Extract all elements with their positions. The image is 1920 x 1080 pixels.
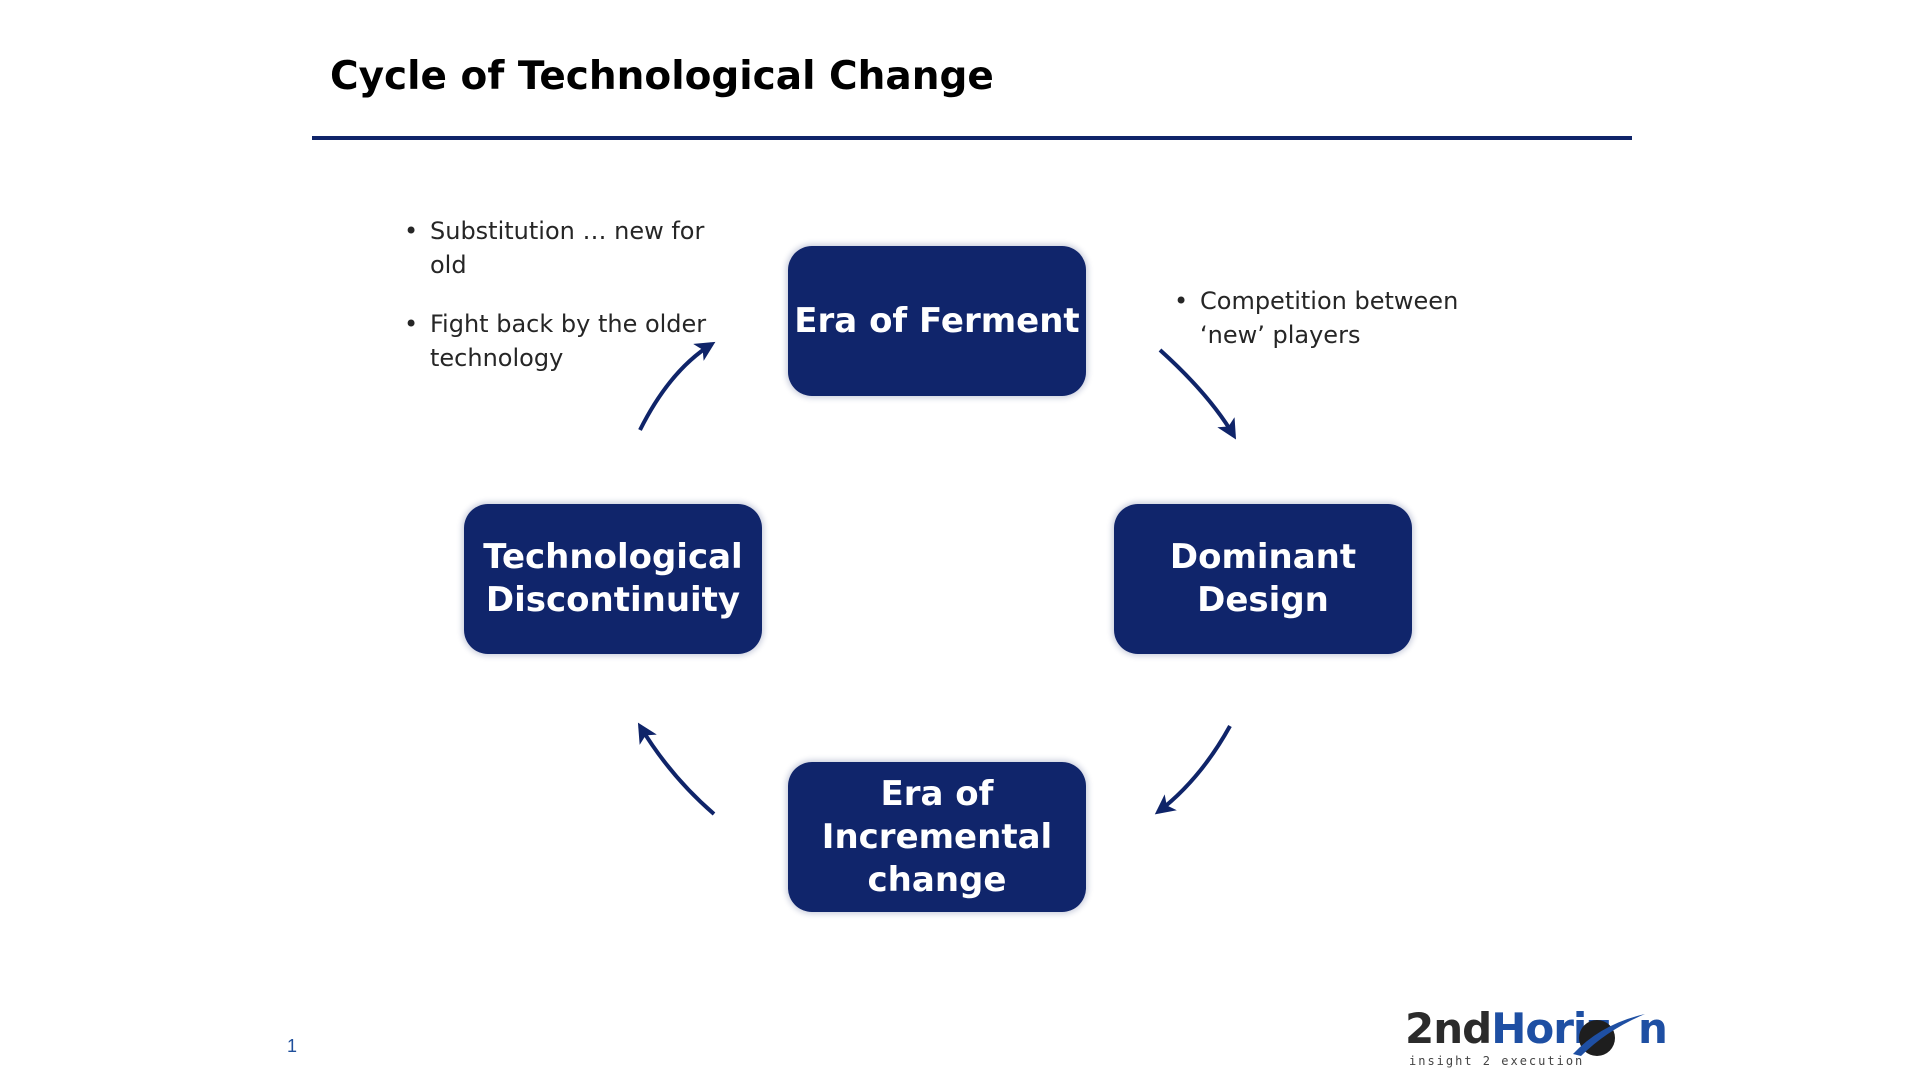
arrow-discontinuity-to-ferment	[638, 341, 716, 431]
stage-era-of-ferment: Era of Ferment	[788, 246, 1086, 396]
note-bullet: • Competition between ‘new’ players	[1172, 284, 1472, 352]
page-number: 1	[287, 1036, 298, 1056]
stage-label: Technological Discontinuity	[483, 537, 743, 620]
note-text: Fight back by the older technology	[430, 310, 707, 372]
stage-label: Dominant Design	[1169, 537, 1357, 620]
note-text: Substitution … new for old	[430, 217, 705, 279]
bullet-symbol: •	[404, 217, 419, 245]
note-bullet: • Substitution … new for old	[402, 214, 742, 282]
title-divider	[312, 136, 1632, 140]
note-top-left: • Substitution … new for old • Fight bac…	[402, 214, 742, 400]
stage-incremental-change: Era of Incremental change	[788, 762, 1086, 912]
stage-label: Era of Ferment	[794, 300, 1080, 341]
note-text: Competition between ‘new’ players	[1200, 287, 1459, 349]
logo-wordmark-part: n	[1638, 1004, 1668, 1053]
logo-tagline: insight 2 execution	[1409, 1054, 1585, 1068]
stage-label: Era of Incremental change	[821, 773, 1053, 900]
bullet-symbol: •	[404, 310, 419, 338]
logo-wordmark-part: 2nd	[1405, 1004, 1492, 1053]
note-bullet: • Fight back by the older technology	[402, 307, 742, 375]
arrow-ferment-to-dominant	[1158, 348, 1237, 440]
slide-title: Cycle of Technological Change	[330, 54, 994, 99]
brand-logo: 2ndHoriz n insight 2 execution	[1405, 1004, 1695, 1076]
arrow-dominant-to-incremental	[1154, 725, 1232, 815]
note-top-right: • Competition between ‘new’ players	[1172, 284, 1472, 377]
arrow-incremental-to-discontinuity	[637, 722, 716, 816]
bullet-symbol: •	[1174, 287, 1189, 315]
stage-technological-discontinuity: Technological Discontinuity	[464, 504, 762, 654]
globe-icon	[1573, 1014, 1645, 1056]
stage-dominant-design: Dominant Design	[1114, 504, 1412, 654]
